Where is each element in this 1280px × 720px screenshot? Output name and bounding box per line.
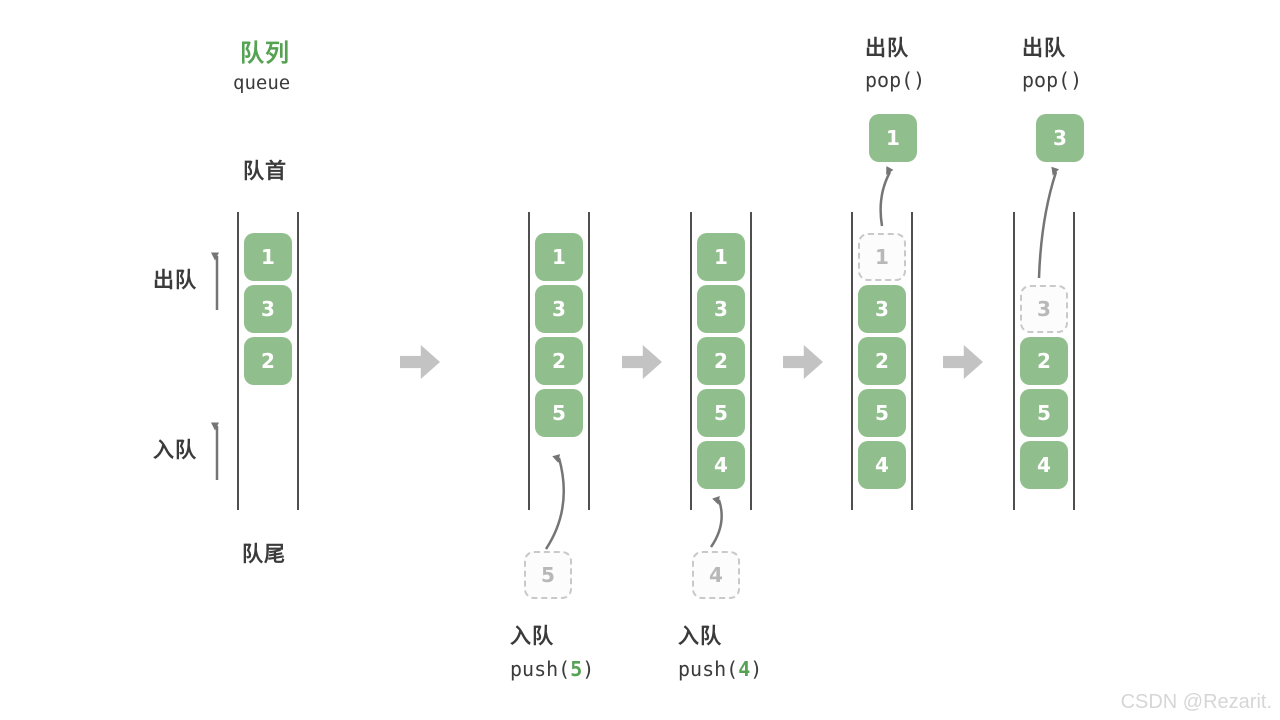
pop-operation-code: pop() [865,68,926,92]
queue-item: 1 [244,233,292,281]
label-dequeue-direction: 出队 [153,268,197,292]
popped-item: 1 [869,114,917,162]
label-queue-front: 队首 [243,159,287,183]
transition-arrow-icon [622,345,662,379]
queue-item: 5 [1020,389,1068,437]
queue-item: 1 [535,233,583,281]
label-queue-rear: 队尾 [242,542,286,566]
queue-item: 3 [858,285,906,333]
diagram-title-en: queue [233,72,291,94]
queue-item: 5 [535,389,583,437]
queue-channel-1 [237,212,299,510]
transition-arrow-icon [400,345,440,379]
queue-item: 1 [697,233,745,281]
pop-operation-label: 出队 [1022,36,1066,60]
queue-item: 4 [1020,441,1068,489]
code-arg: 4 [738,657,751,681]
queue-item: 2 [1020,337,1068,385]
code-prefix: push( [678,657,739,681]
code-suffix: ) [582,657,595,681]
queue-item: 3 [244,285,292,333]
queue-item: 2 [244,337,292,385]
code-arg: 5 [570,657,583,681]
queue-item: 5 [858,389,906,437]
queue-channel-2 [528,212,590,510]
code-suffix: ) [750,657,763,681]
queue-item: 4 [858,441,906,489]
transition-arrow-icon [943,345,983,379]
queue-item: 2 [697,337,745,385]
staged-item: 5 [524,551,572,599]
queue-item-removed: 1 [858,233,906,281]
diagram-title-zh: 队列 [240,39,290,67]
queue-channel-3 [690,212,752,510]
transition-arrow-icon [783,345,823,379]
queue-item: 4 [697,441,745,489]
push-operation-code: push(4) [678,657,762,681]
staged-item: 4 [692,551,740,599]
queue-item: 3 [697,285,745,333]
queue-item: 2 [535,337,583,385]
pop-operation-code: pop() [1022,68,1083,92]
queue-item-removed: 3 [1020,285,1068,333]
queue-item: 2 [858,337,906,385]
push-operation-label: 入队 [678,624,722,648]
queue-item: 3 [535,285,583,333]
queue-channel-5 [1013,212,1075,510]
pop-operation-label: 出队 [865,36,909,60]
popped-item: 3 [1036,114,1084,162]
queue-channel-4 [851,212,913,510]
push-operation-code: push(5) [510,657,594,681]
watermark: CSDN @Rezarit. [1120,691,1272,713]
push-operation-label: 入队 [510,624,554,648]
code-prefix: push( [510,657,571,681]
queue-item: 5 [697,389,745,437]
label-enqueue-direction: 入队 [153,438,197,462]
